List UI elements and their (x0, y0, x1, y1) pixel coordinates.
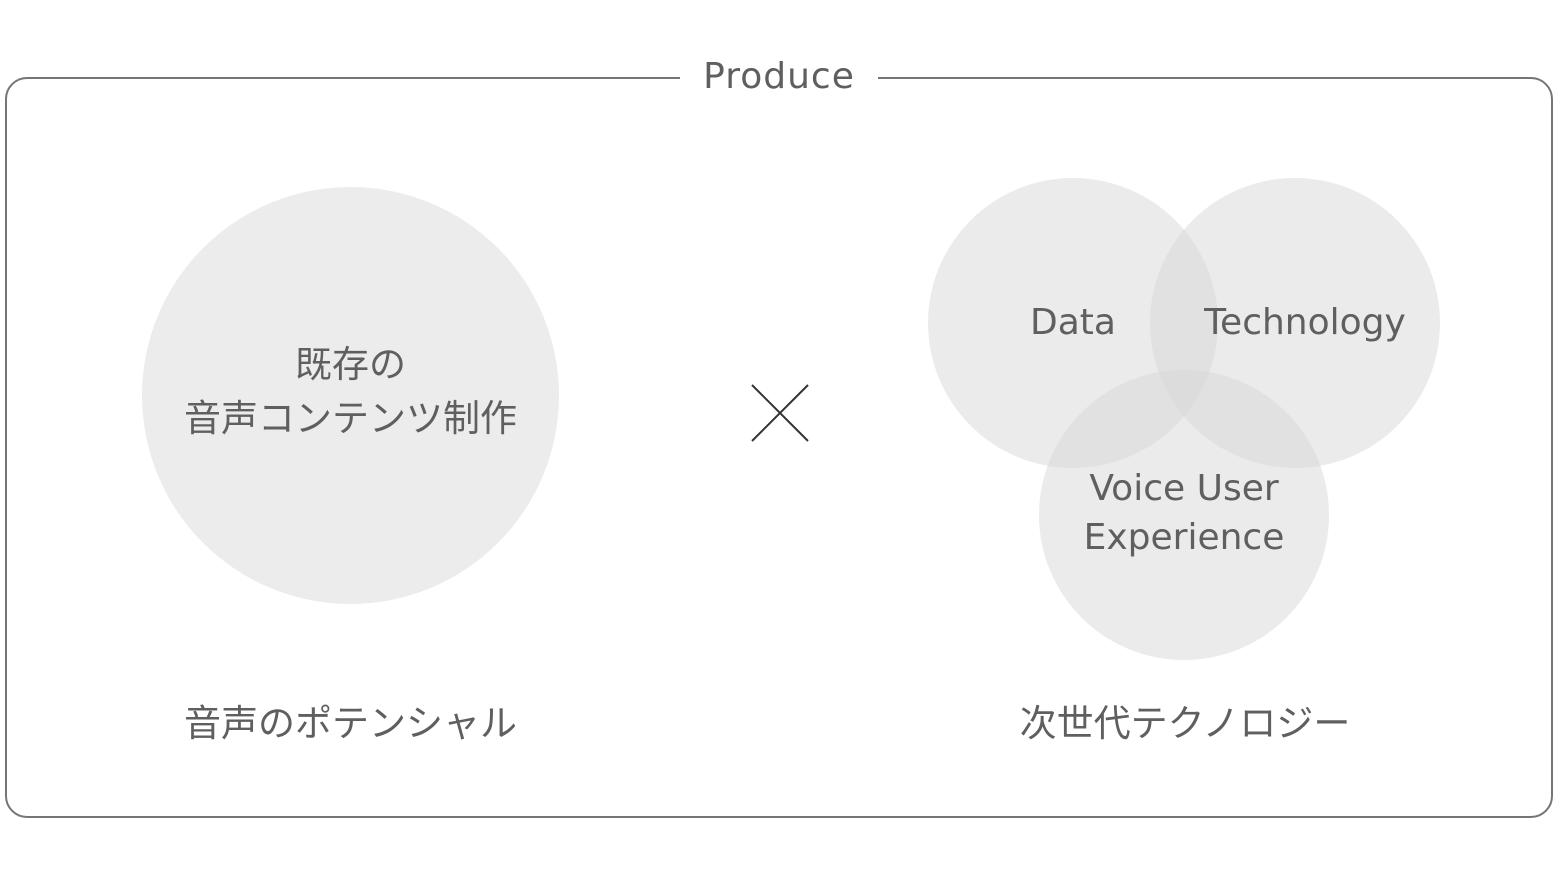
existing-content-line-1: 既存の (295, 343, 406, 386)
voice-ux-line-1: Voice User (1089, 468, 1279, 509)
existing-content-label: 既存の 音声コンテンツ制作 (142, 338, 559, 446)
voice-ux-circle (1039, 370, 1329, 660)
right-caption: 次世代テクノロジー (1019, 702, 1351, 745)
data-label: Data (1030, 302, 1116, 343)
technology-label: Technology (1204, 302, 1406, 343)
left-caption: 音声のポテンシャル (184, 702, 517, 745)
voice-ux-label: Voice User Experience (1064, 464, 1304, 562)
voice-ux-line-2: Experience (1083, 517, 1285, 558)
frame-title: Produce (680, 52, 878, 102)
existing-content-line-2: 音声コンテンツ制作 (184, 397, 517, 440)
existing-content-circle (142, 187, 559, 604)
multiply-cross-icon (751, 384, 809, 442)
